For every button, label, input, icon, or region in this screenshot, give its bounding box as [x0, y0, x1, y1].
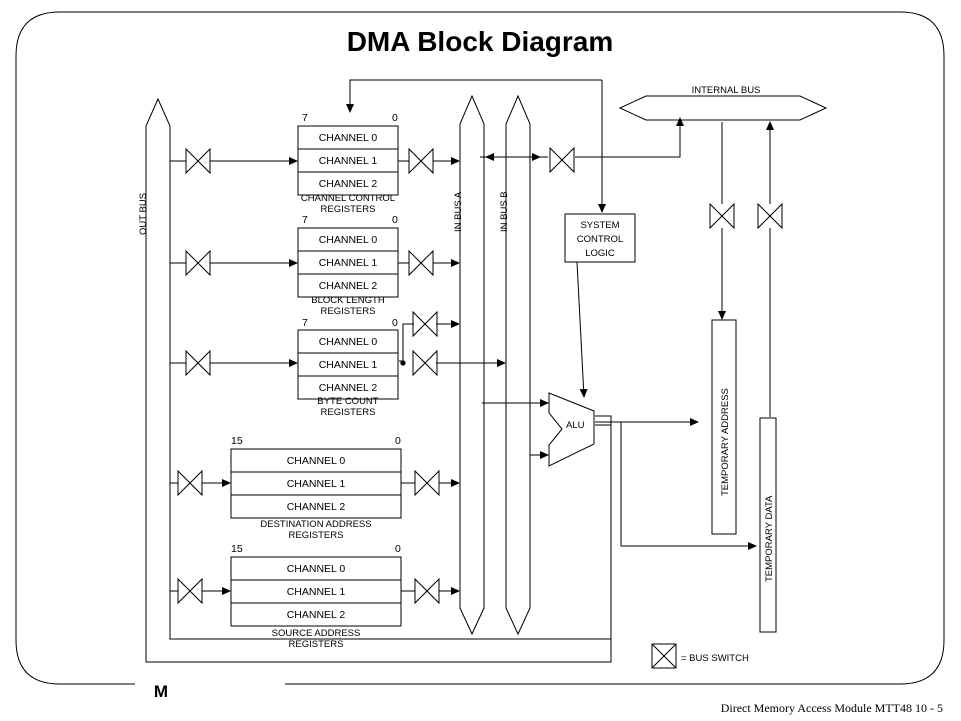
bus-switch-right-3 — [414, 469, 440, 497]
byte-count-channel-2: CHANNEL 2 — [319, 382, 378, 394]
destination-address-low-bit: 0 — [395, 435, 401, 447]
destination-address-caption-line-2: REGISTERS — [289, 530, 344, 541]
system-control-logic-box — [564, 213, 636, 263]
byte-count-channel-0: CHANNEL 0 — [319, 336, 378, 348]
system-control-logic-line-1: SYSTEM — [580, 220, 619, 231]
byte-count-high-bit: 7 — [302, 317, 308, 329]
source-address-channel-2: CHANNEL 2 — [287, 609, 346, 621]
internal-bus-label: INTERNAL BUS — [692, 85, 761, 96]
byte-count-low-bit: 0 — [392, 317, 398, 329]
bus-switch-right-4 — [414, 577, 440, 605]
channel-control-high-bit: 7 — [302, 112, 308, 124]
destination-address-high-bit: 15 — [231, 435, 243, 447]
destination-address-channel-1: CHANNEL 1 — [287, 478, 346, 490]
bus-switch-right-2 — [408, 249, 434, 277]
destination-address-registers: CHANNEL 0 CHANNEL 1 CHANNEL 2 15 0DESTINATIO… — [230, 435, 402, 541]
internal-bus — [618, 95, 828, 121]
channel-control-caption-line-2: REGISTERS — [321, 204, 376, 215]
bus-switch-internal — [549, 146, 575, 174]
source-address-channel-0: CHANNEL 0 — [287, 563, 346, 575]
source-address-high-bit: 15 — [231, 543, 243, 555]
bus-switch-byte-count-lower — [412, 349, 438, 377]
block-length-caption-line-1: BLOCK LENGTH — [311, 295, 385, 306]
source-address-caption-line-1: SOURCE ADDRESS — [272, 628, 361, 639]
system-control-logic-line-2: CONTROL — [577, 234, 623, 245]
out-bus — [145, 97, 612, 663]
channel-control-caption-line-1: CHANNEL CONTROL — [301, 193, 395, 204]
block-length-low-bit: 0 — [392, 214, 398, 226]
in-bus-b-label: IN BUS B — [499, 191, 510, 232]
block-length-caption-line-2: REGISTERS — [321, 306, 376, 317]
alu — [548, 392, 595, 467]
block-length-high-bit: 7 — [302, 214, 308, 226]
source-address-low-bit: 0 — [395, 543, 401, 555]
legend-text: = BUS SWITCH — [681, 653, 749, 664]
channel-control-channel-2: CHANNEL 2 — [319, 178, 378, 190]
slide-frame — [15, 11, 945, 685]
channel-control-channel-0: CHANNEL 0 — [319, 132, 378, 144]
channel-control-low-bit: 0 — [392, 112, 398, 124]
bus-switch-left-5 — [177, 577, 203, 605]
temporary-address-register — [711, 319, 737, 535]
bus-switch-left-2 — [185, 249, 211, 277]
bus-switch-temp-data — [757, 202, 783, 230]
legend: = BUS SWITCH — [651, 643, 749, 669]
block-length-channel-2: CHANNEL 2 — [319, 280, 378, 292]
connection-lines — [346, 79, 774, 550]
destination-address-channel-0: CHANNEL 0 — [287, 455, 346, 467]
temporary-address-label: TEMPORARY ADDRESS — [720, 388, 731, 496]
bus-switch-right-1 — [408, 147, 434, 175]
bus-switch-left-4 — [177, 469, 203, 497]
alu-label: ALU — [566, 420, 585, 431]
block-length-channel-1: CHANNEL 1 — [319, 257, 378, 269]
byte-count-caption-line-1: BYTE COUNT — [317, 396, 378, 407]
footer-text: Direct Memory Access Module MTT48 10 - 5 — [721, 701, 943, 715]
in-bus-b — [505, 94, 531, 636]
corner-label: M — [154, 682, 168, 701]
bus-switch-left-1 — [185, 147, 211, 175]
in-bus-a — [459, 94, 485, 636]
in-bus-a-label: IN BUS A — [453, 191, 464, 232]
out-bus-label: OUT BUS — [138, 193, 149, 235]
page-title: DMA Block Diagram — [347, 26, 614, 57]
source-address-channel-1: CHANNEL 1 — [287, 586, 346, 598]
destination-address-channel-2: CHANNEL 2 — [287, 501, 346, 513]
bus-switch-byte-count-upper — [412, 310, 438, 338]
bus-switch-left-3 — [185, 349, 211, 377]
byte-count-register-block — [297, 329, 399, 400]
system-control-logic-line-3: LOGIC — [585, 248, 615, 259]
channel-control-channel-1: CHANNEL 1 — [319, 155, 378, 167]
byte-count-channel-1: CHANNEL 1 — [319, 359, 378, 371]
bus-switch-temp-address — [709, 202, 735, 230]
destination-address-caption-line-1: DESTINATION ADDRESS — [260, 519, 371, 530]
temporary-data-register — [759, 417, 777, 633]
temporary-data-label: TEMPORARY DATA — [764, 495, 775, 582]
source-address-caption-line-2: REGISTERS — [289, 639, 344, 650]
block-length-channel-0: CHANNEL 0 — [319, 234, 378, 246]
byte-count-caption-line-2: REGISTERS — [321, 407, 376, 418]
